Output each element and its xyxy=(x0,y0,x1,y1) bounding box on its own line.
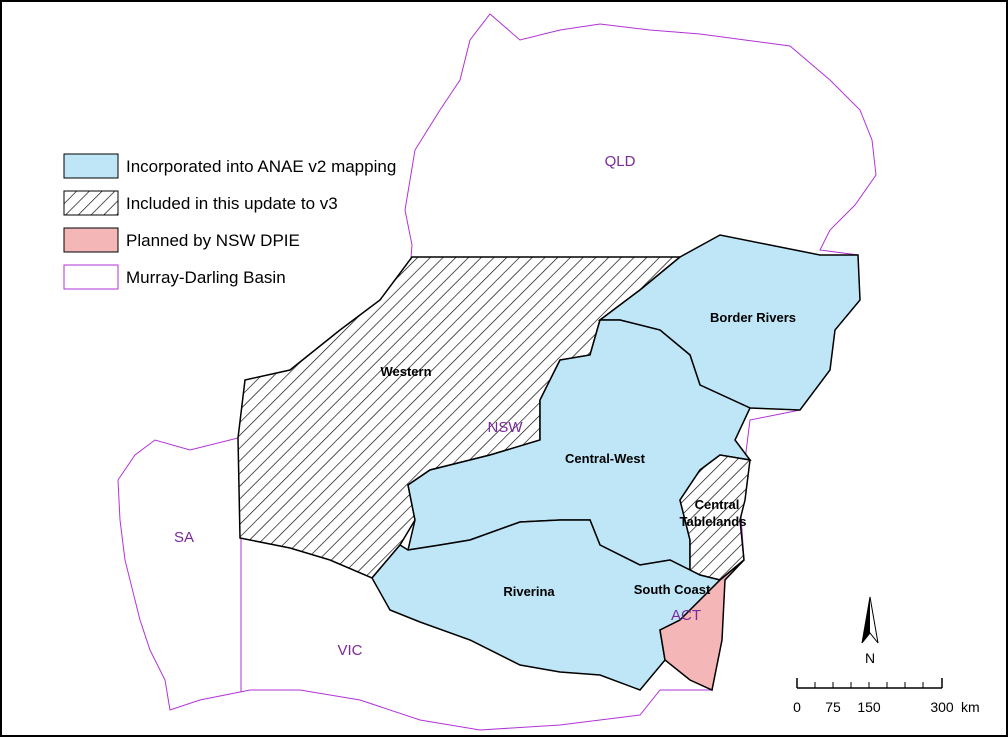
legend-label-basin: Murray-Darling Basin xyxy=(126,268,286,287)
scale-unit: km xyxy=(961,699,980,715)
legend-label-incorporated: Incorporated into ANAE v2 mapping xyxy=(126,157,396,176)
state-label-nsw: NSW xyxy=(488,419,524,436)
legend-label-included: Included in this update to v3 xyxy=(126,194,338,213)
scale-label-0: 0 xyxy=(793,699,801,715)
legend-swatch-included xyxy=(63,190,119,216)
region-label-riverina: Riverina xyxy=(503,584,555,599)
region-label-central-tablelands-line2: Tablelands xyxy=(680,514,747,529)
legend: Incorporated into ANAE v2 mapping Includ… xyxy=(63,153,396,290)
scale-label-75: 75 xyxy=(825,699,841,715)
scale-label-300: 300 xyxy=(930,699,954,715)
region-south-coast-shape xyxy=(659,559,745,692)
legend-label-planned: Planned by NSW DPIE xyxy=(126,231,300,250)
state-label-qld: QLD xyxy=(605,153,636,170)
legend-swatch-basin xyxy=(63,264,119,290)
region-label-western: Western xyxy=(380,364,431,379)
north-arrow-label: N xyxy=(865,650,875,666)
legend-swatch-planned xyxy=(63,227,119,253)
state-label-sa: SA xyxy=(174,529,194,546)
region-label-south-coast: South Coast xyxy=(634,582,711,597)
state-label-vic: VIC xyxy=(337,642,362,659)
scale-bar: 0 75 150 300 km xyxy=(793,678,980,715)
scale-label-150: 150 xyxy=(857,699,881,715)
region-label-border-rivers: Border Rivers xyxy=(710,310,796,325)
region-label-central-tablelands-line1: Central xyxy=(695,497,740,512)
legend-swatch-incorporated xyxy=(63,153,119,179)
region-label-central-west: Central-West xyxy=(565,451,646,466)
state-label-act: ACT xyxy=(671,607,701,624)
north-arrow: N xyxy=(861,596,879,666)
north-arrow-shade xyxy=(862,597,870,643)
